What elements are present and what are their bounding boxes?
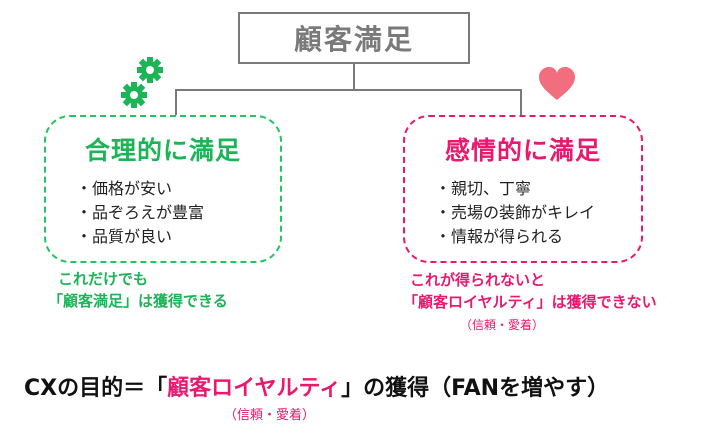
connector-horizontal <box>175 89 522 91</box>
connector-left-drop <box>175 89 177 116</box>
cx-goal-prefix: CXの目的＝「 <box>24 376 168 401</box>
connector-right-drop <box>520 89 522 116</box>
emotional-note-line2: 「顧客ロイヤルティ」は獲得できない <box>403 293 657 311</box>
emotional-card-title: 感情的に満足 <box>444 136 601 165</box>
rational-note-line2: 「顧客満足」は獲得できる <box>48 292 228 310</box>
cx-goal-highlight: 顧客ロイヤルティ <box>167 376 342 401</box>
heart-icon <box>538 66 576 102</box>
gear-icon <box>118 55 168 111</box>
emotional-satisfaction-card: 感情的に満足 ・親切、丁寧 ・売場の装飾がキレイ ・情報が得られる <box>403 115 643 263</box>
list-item: ・情報が得られる <box>435 227 564 246</box>
rational-note-line1: これだけでも <box>58 270 149 288</box>
rational-satisfaction-card: 合理的に満足 ・価格が安い ・品ぞろえが豊富 ・品質が良い <box>44 115 282 263</box>
top-box-title: 顧客満足 <box>293 23 414 56</box>
rational-list: ・価格が安い ・品ぞろえが豊富 ・品質が良い <box>76 177 204 249</box>
cx-goal-statement: CXの目的＝「顧客ロイヤルティ」の獲得（FANを増やす） <box>24 370 609 402</box>
list-item: ・品質が良い <box>76 227 173 246</box>
emotional-note-sub: （信頼・愛着） <box>460 318 545 332</box>
list-item: ・品ぞろえが豊富 <box>76 203 205 222</box>
cx-goal-suffix: 」の獲得（FANを増やす） <box>341 376 610 401</box>
emotional-note-line1: これが得られないと <box>410 271 546 289</box>
list-item: ・価格が安い <box>76 179 173 198</box>
connector-vertical <box>353 64 355 90</box>
list-item: ・売場の装飾がキレイ <box>435 203 596 222</box>
customer-satisfaction-box: 顧客満足 <box>238 12 470 64</box>
rational-card-title: 合理的に満足 <box>84 136 241 165</box>
emotional-list: ・親切、丁寧 ・売場の装飾がキレイ ・情報が得られる <box>435 177 595 249</box>
list-item: ・親切、丁寧 <box>435 179 532 198</box>
cx-goal-sub: （信頼・愛着） <box>224 408 316 423</box>
